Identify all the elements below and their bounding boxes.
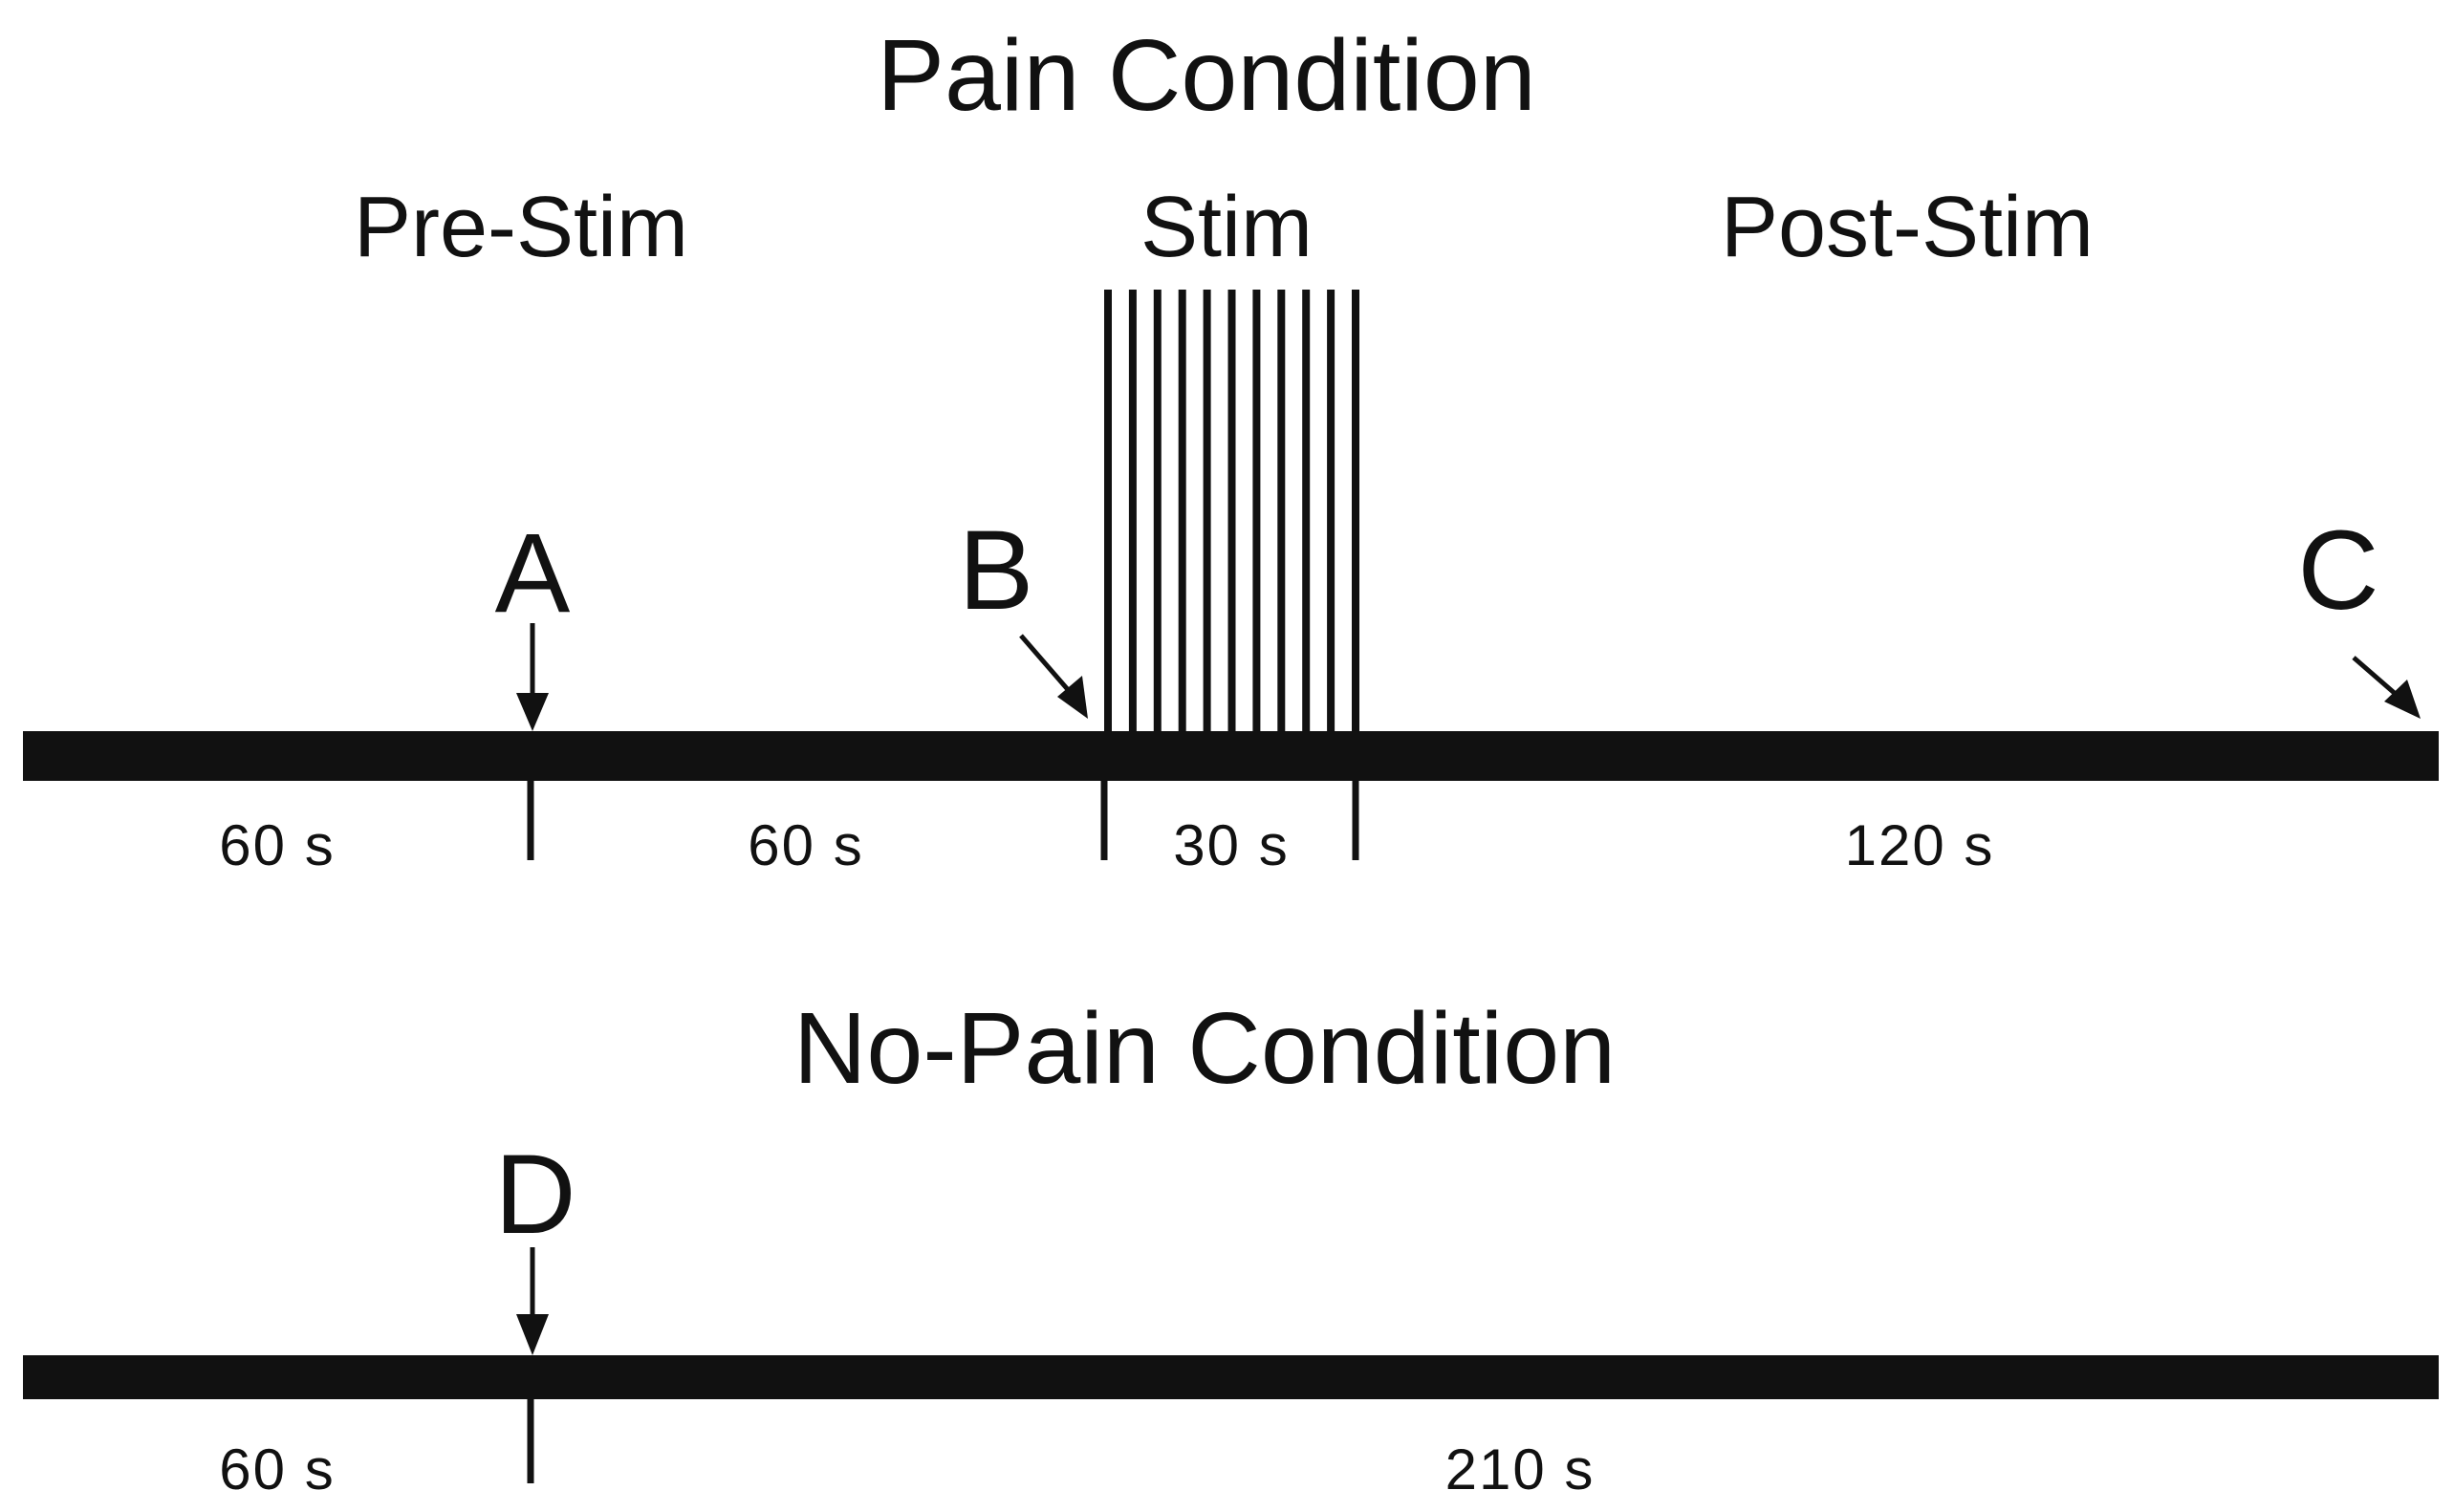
no-pain-duration-2: 210 s [1445, 1437, 1596, 1501]
pain-duration-1: 60 s [219, 813, 335, 877]
marker-d: D [494, 1132, 575, 1258]
marker-b: B [959, 508, 1034, 634]
phase-label-stim: Stim [1140, 180, 1313, 275]
no-pain-condition-panel: No-Pain Condition D 60 s 210 s [23, 992, 2439, 1501]
marker-d-arrowhead [516, 1314, 549, 1355]
marker-c-arrowhead [2384, 680, 2421, 719]
pain-condition-panel: Pain Condition Pre-Stim Stim Post-Stim A… [23, 19, 2439, 877]
marker-a-arrowhead [516, 693, 549, 731]
no-pain-timeline-bar [23, 1355, 2439, 1399]
pain-duration-4: 120 s [1845, 813, 1995, 877]
phase-label-post-stim: Post-Stim [1721, 180, 2094, 275]
marker-c: C [2297, 508, 2378, 634]
pain-duration-3: 30 s [1173, 813, 1289, 877]
no-pain-duration-1: 60 s [219, 1437, 335, 1501]
marker-a: A [495, 510, 571, 637]
pain-condition-title: Pain Condition [877, 19, 1535, 132]
stim-pulse-group [1104, 290, 1359, 738]
marker-b-arrowhead [1057, 676, 1088, 719]
no-pain-condition-title: No-Pain Condition [793, 992, 1616, 1105]
pain-duration-2: 60 s [748, 813, 863, 877]
marker-b-arrow [1019, 634, 1073, 695]
pain-timeline-bar [23, 731, 2439, 781]
phase-label-pre-stim: Pre-Stim [354, 180, 688, 275]
marker-c-arrow [2352, 656, 2400, 698]
